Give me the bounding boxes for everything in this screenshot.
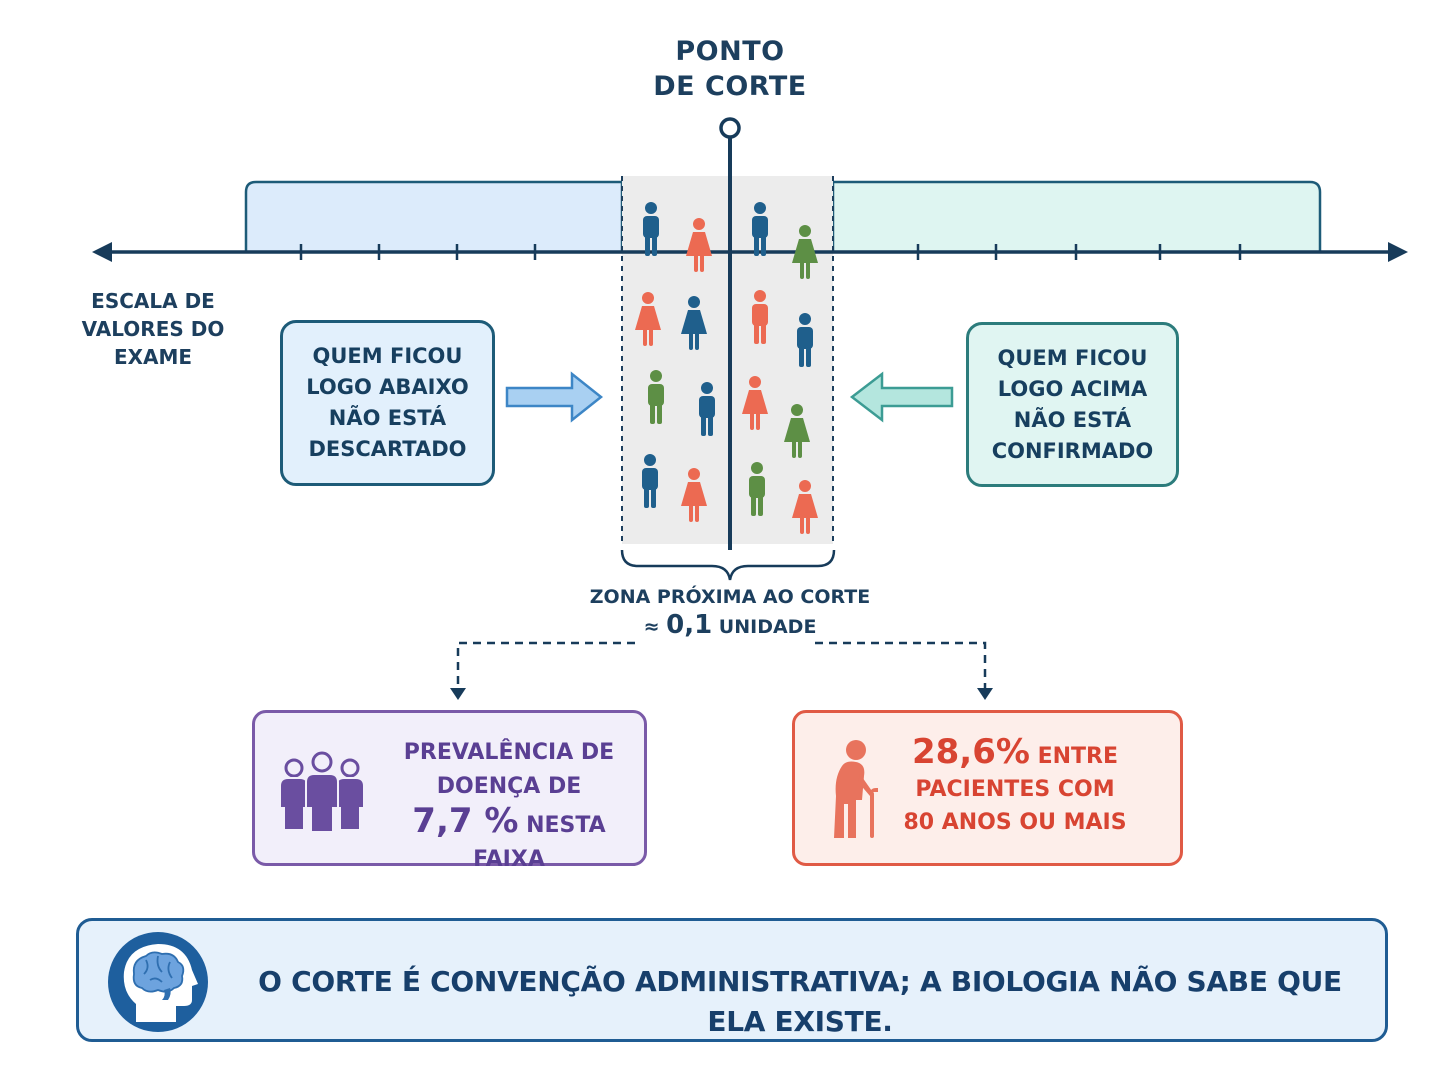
scale-label-line2: VALORES DO [81, 317, 225, 341]
people-group-icon [279, 751, 365, 833]
connector-left [456, 641, 635, 688]
zone-unit: UNIDADE [718, 616, 817, 638]
scale-label: ESCALA DE VALORES DO EXAME [60, 287, 246, 371]
cut-title-line2: DE CORTE [653, 71, 807, 102]
elderly-text: 28,6% ENTRE PACIENTES COM 80 ANOS OU MAI… [895, 735, 1135, 839]
above-box-line1: QUEM FICOU [997, 345, 1148, 370]
axis-ticks [299, 244, 1242, 260]
zone-label-title: ZONA PRÓXIMA AO CORTE [589, 586, 871, 608]
cut-point-title: PONTO DE CORTE [600, 34, 860, 104]
below-box-line4: DESCARTADO [308, 437, 467, 461]
arrow-left-icon [849, 371, 954, 423]
prevalence-suffix: NESTA FAIXA [473, 813, 606, 872]
below-box-line1: QUEM FICOU [312, 344, 463, 368]
below-box-line3: NÃO ESTÁ [328, 406, 447, 430]
elderly-suffix: ENTRE [1037, 744, 1119, 769]
below-cut-box: QUEM FICOU LOGO ABAIXO NÃO ESTÁ DESCARTA… [280, 320, 495, 486]
above-box-line3: NÃO ESTÁ [1013, 407, 1132, 432]
zone-approx-symbol: ≈ [643, 616, 660, 638]
elderly-value-row: 28,6% ENTRE [895, 735, 1135, 773]
elderly-line3: 80 ANOS OU MAIS [903, 810, 1127, 835]
above-box-line4: CONFIRMADO [991, 438, 1154, 463]
conclusion-banner [76, 918, 1388, 1042]
elderly-line2: PACIENTES COM [915, 777, 1115, 802]
prevalence-value: 7,7 % [412, 801, 519, 841]
below-box-line2: LOGO ABAIXO [306, 375, 469, 399]
conclusion-text: O CORTE É CONVENÇÃO ADMINISTRATIVA; A BI… [258, 965, 1342, 1038]
zone-value: 0,1 [666, 610, 713, 640]
prevalence-line2: DOENÇA DE [436, 774, 582, 799]
above-cut-box: QUEM FICOU LOGO ACIMA NÃO ESTÁ CONFIRMAD… [966, 322, 1179, 487]
axis-right-arrow [1388, 242, 1408, 262]
axis-left-arrow [92, 242, 112, 262]
prevalence-value-row: 7,7 % NESTA FAIXA [378, 804, 640, 877]
above-range-band [831, 180, 1322, 254]
cut-title-line1: PONTO [675, 36, 785, 67]
elderly-value: 28,6% [911, 732, 1030, 772]
zone-brace [620, 549, 836, 581]
below-range-band [244, 180, 624, 254]
connector-right [815, 641, 987, 688]
cut-marker [719, 117, 741, 139]
scale-label-line3: EXAME [113, 345, 193, 369]
elderly-person-icon [834, 740, 878, 838]
arrow-right-icon [505, 371, 604, 423]
brain-head-icon [108, 932, 208, 1032]
zone-label: ZONA PRÓXIMA AO CORTE ≈ 0,1 UNIDADE [560, 583, 900, 641]
prevalence-text: PREVALÊNCIA DE DOENÇA DE 7,7 % NESTA FAI… [378, 736, 640, 877]
zone-label-value-row: ≈ 0,1 UNIDADE [560, 611, 900, 641]
above-box-line2: LOGO ACIMA [997, 376, 1148, 401]
scale-label-line1: ESCALA DE [91, 289, 215, 313]
prevalence-line1: PREVALÊNCIA DE [403, 740, 615, 765]
